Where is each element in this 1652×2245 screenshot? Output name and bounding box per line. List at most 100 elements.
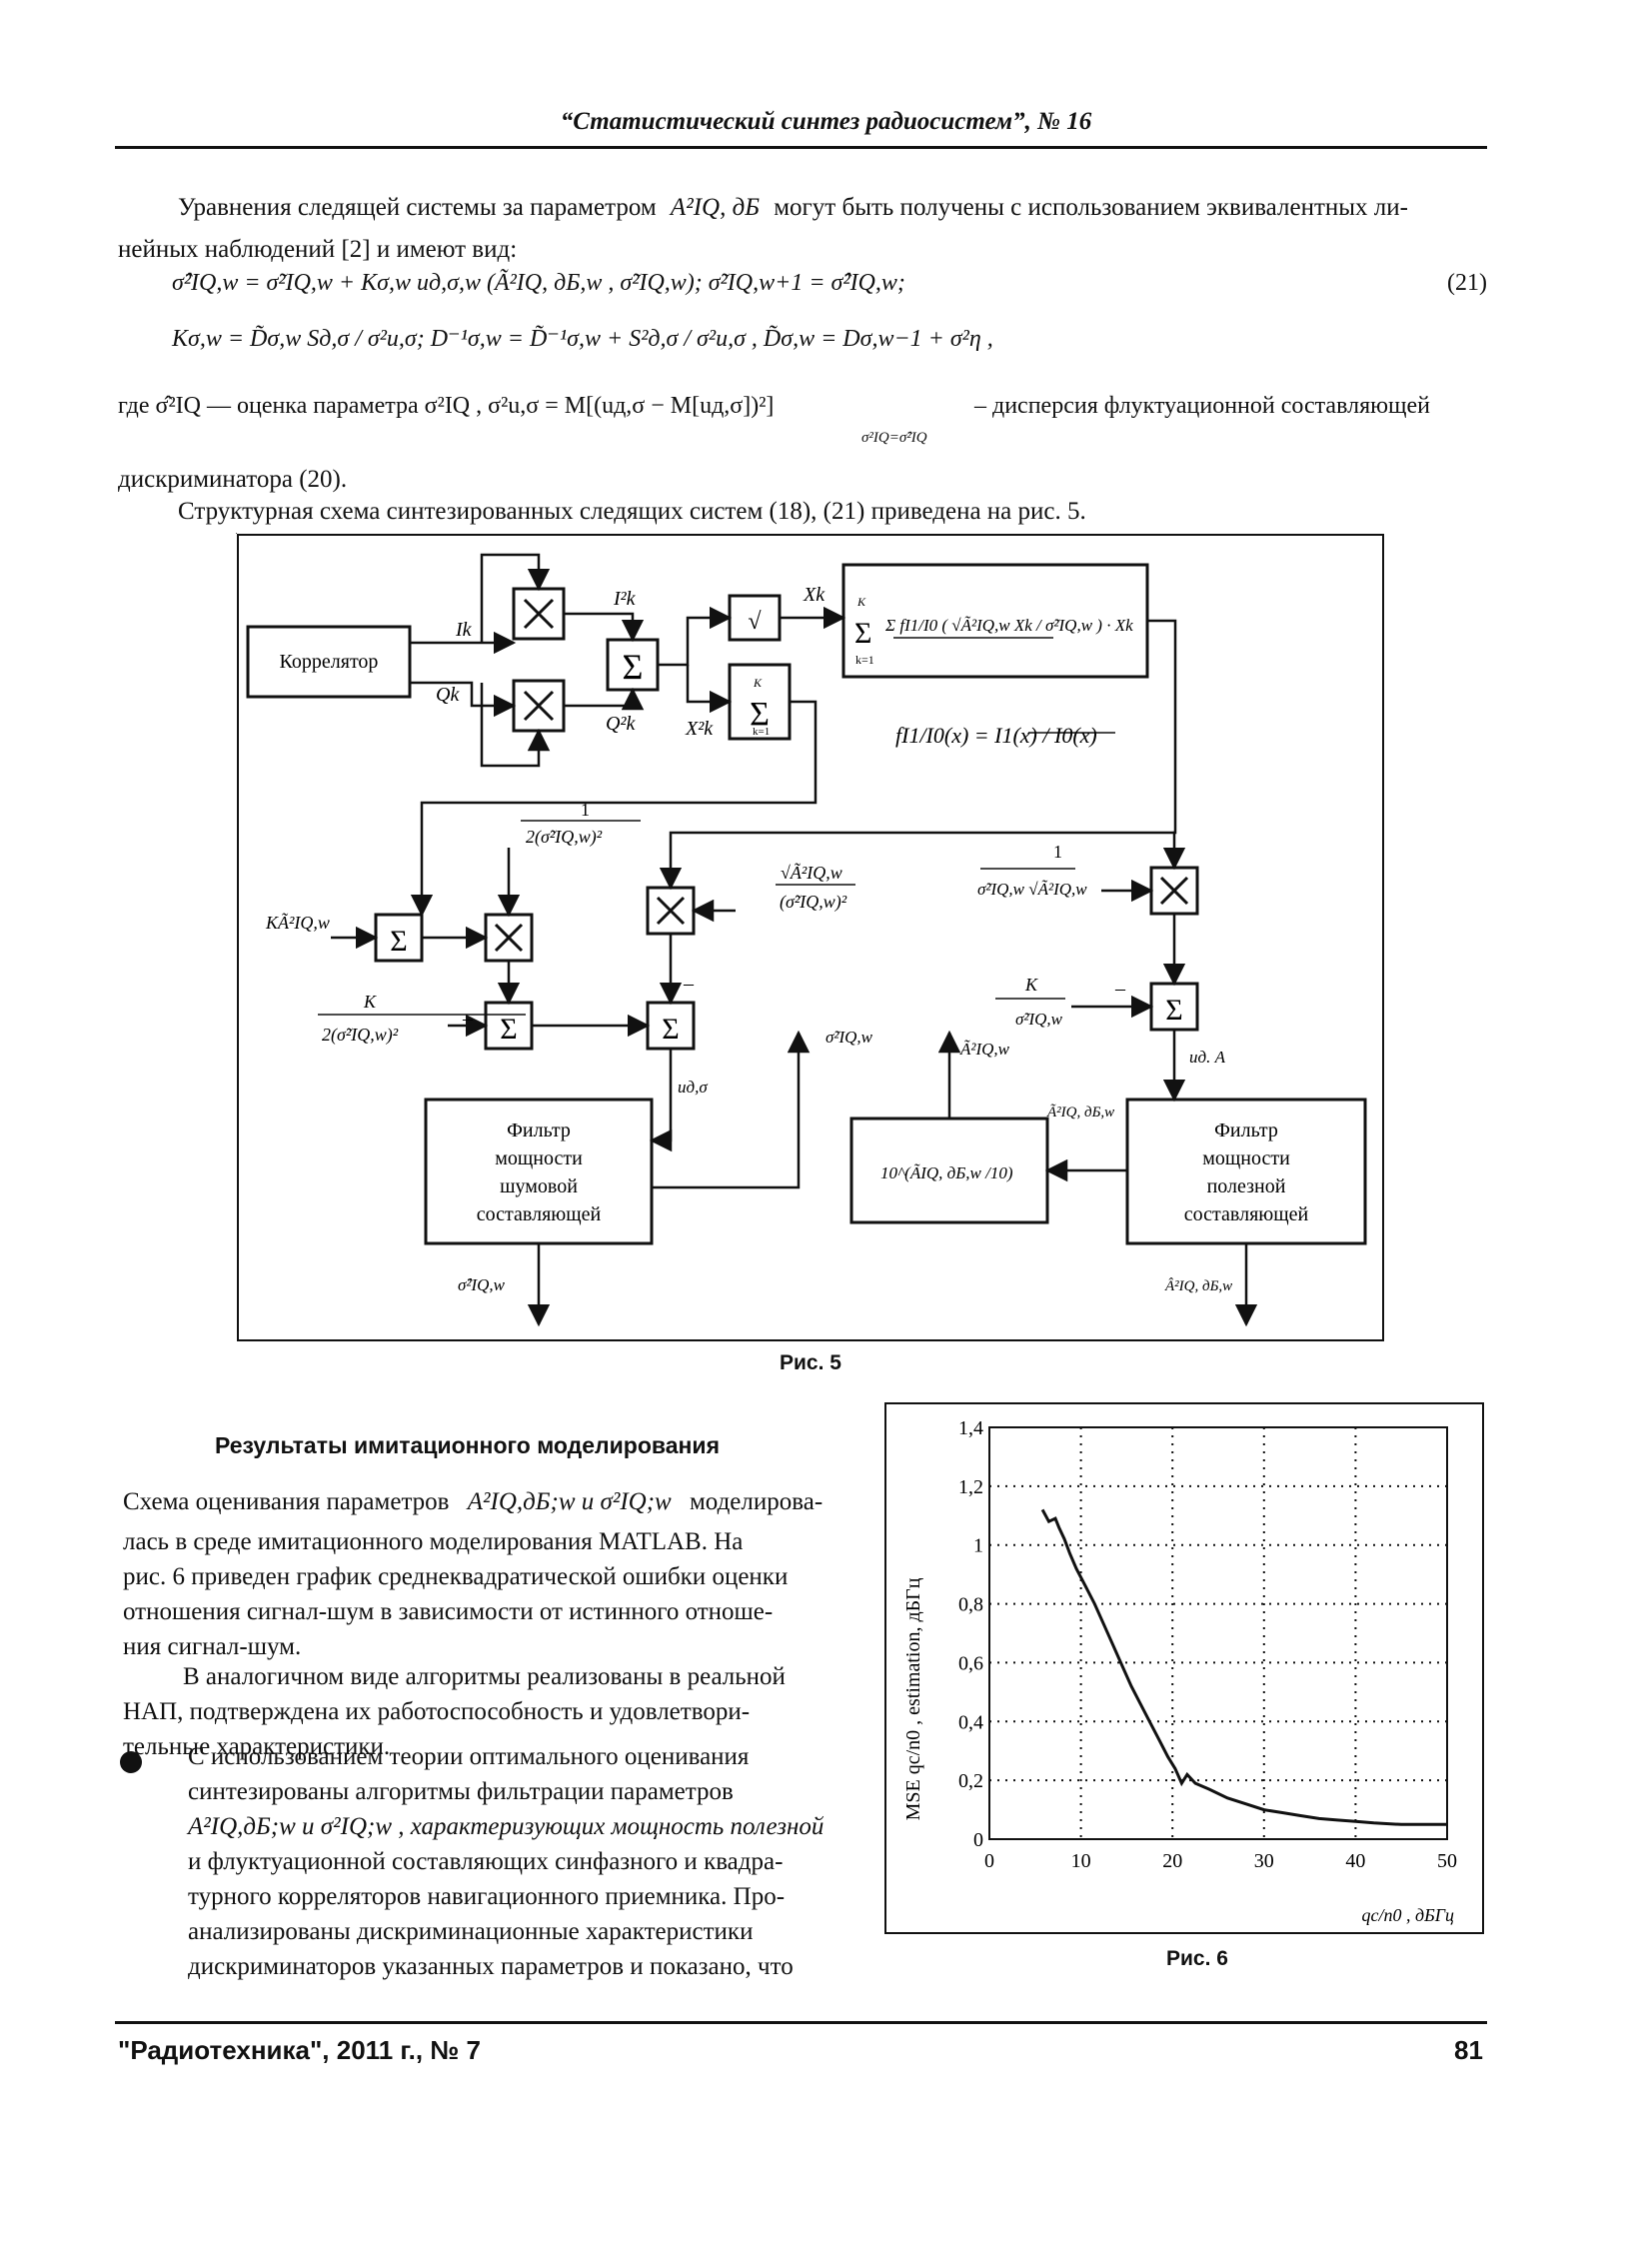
y-tick-label: 0,6 bbox=[958, 1652, 983, 1674]
signal-filter-line: мощности bbox=[1202, 1147, 1290, 1169]
y-tick-label: 0 bbox=[973, 1829, 983, 1851]
x-tick-label: 20 bbox=[1162, 1850, 1182, 1872]
noise-filter-line: составляющей bbox=[477, 1203, 602, 1225]
label-k-right: K bbox=[1024, 975, 1038, 995]
para1-text: Схема оценивания параметров bbox=[123, 1488, 450, 1515]
footer-rule bbox=[115, 2021, 1487, 2024]
y-axis-label: MSE qc/n0 , estimation, дБГц bbox=[902, 1577, 924, 1820]
text-line: анализированы дискриминационные характер… bbox=[188, 1918, 754, 1945]
sum-symbol: Σ bbox=[623, 647, 644, 687]
label-k-left: K bbox=[363, 992, 377, 1012]
chart-frame bbox=[884, 1402, 1484, 1934]
signal-filter-line: составляющей bbox=[1184, 1203, 1309, 1225]
series-line bbox=[1040, 1508, 1447, 1826]
multiply-block-i bbox=[512, 587, 566, 641]
figure-5-frame bbox=[237, 534, 1384, 1341]
para1-symbol: A²IQ,дБ;w и σ²IQ;w bbox=[467, 1488, 672, 1515]
label-a-db-in: Ã²IQ, дБ,w bbox=[1046, 1104, 1114, 1121]
label-one-right: 1 bbox=[1053, 842, 1062, 862]
label-sig-tilde: σ̃²IQ,w bbox=[826, 1028, 873, 1047]
where-text: где σ̂²IQ — оценка параметра σ²IQ , σ²u,… bbox=[118, 393, 775, 419]
x-tick-label: 0 bbox=[984, 1850, 994, 1872]
label-sig-only: σ̃²IQ,w bbox=[1015, 1010, 1063, 1029]
y-tick-label: 1 bbox=[973, 1535, 983, 1557]
label-xk: Xk bbox=[803, 584, 826, 606]
label-inv2sig: 2(σ̃²IQ,w)² bbox=[526, 827, 603, 848]
results-para2: В аналогичном виде алгоритмы реализованы… bbox=[123, 1659, 874, 1764]
label-sig-hat: σ̂²IQ,w bbox=[458, 1275, 506, 1294]
noise-filter-line: шумовой bbox=[500, 1175, 578, 1197]
results-para1-first: Схема оценивания параметров A²IQ,дБ;w и … bbox=[123, 1484, 874, 1519]
signal-filter-block bbox=[1125, 1098, 1367, 1245]
sum-symbol: Σ bbox=[854, 617, 871, 650]
sum-symbol: Σ bbox=[390, 925, 407, 958]
label-one-left: 1 bbox=[581, 800, 590, 820]
text-line: тельные характеристики. bbox=[123, 1733, 391, 1760]
figure-6-caption: Рис. 6 bbox=[1166, 1947, 1228, 1970]
correlator-block bbox=[246, 625, 412, 699]
plot-area bbox=[988, 1426, 1448, 1840]
intro-line-2: нейных наблюдений [2] и имеют вид: bbox=[118, 236, 518, 263]
results-heading: Результаты имитационного моделирования bbox=[215, 1432, 720, 1458]
correlator-label: Коррелятор bbox=[280, 651, 379, 673]
intro-line-1: Уравнения следящей системы за параметром… bbox=[178, 190, 1408, 225]
noise-filter-line: Фильтр bbox=[507, 1120, 571, 1141]
page-number: 81 bbox=[1454, 2035, 1483, 2065]
label-qk: Qk bbox=[436, 684, 460, 706]
y-tick-label: 1,4 bbox=[958, 1417, 983, 1439]
chart-series bbox=[1040, 1508, 1447, 1826]
f-sum-expr: Σ fI1/I0 ( √Ã²IQ,w Xk / σ̃²IQ,w ) · Xk bbox=[884, 616, 1133, 635]
sum-symbol: Σ bbox=[750, 696, 770, 733]
label-xk2: X²k bbox=[685, 718, 714, 740]
signal-filter-line: полезной bbox=[1207, 1175, 1286, 1197]
label-ud-a: uд. A bbox=[1189, 1048, 1226, 1067]
results-para1: лась в среде имитационного моделирования… bbox=[123, 1524, 874, 1664]
intro-text: Уравнения следящей системы за параметром bbox=[178, 194, 657, 221]
where-subscript: σ²IQ=σ̂²IQ bbox=[861, 430, 927, 446]
sum-symbol: Σ bbox=[662, 1013, 679, 1046]
noise-filter-block bbox=[424, 1098, 654, 1245]
sum-symbol: Σ bbox=[500, 1013, 517, 1046]
text-line: синтезированы алгоритмы фильтрации парам… bbox=[188, 1778, 734, 1805]
y-tick-labels: 00,20,40,60,811,21,4 bbox=[958, 1417, 983, 1851]
equation-number: (21) bbox=[1447, 270, 1487, 296]
label-ik2: I²k bbox=[613, 588, 637, 610]
x-tick-label: 40 bbox=[1345, 1850, 1365, 1872]
text-line: турного корреляторов навигационного прие… bbox=[188, 1883, 786, 1910]
label-ud-sigma: uд,σ bbox=[678, 1078, 708, 1097]
y-tick-label: 0,8 bbox=[958, 1594, 983, 1616]
intro-text-post: могут быть получены с использованием экв… bbox=[774, 194, 1408, 221]
where-clause: где σ̂²IQ — оценка параметра σ²IQ , σ²u,… bbox=[118, 393, 774, 420]
struct-line: Структурная схема синтезированных следящ… bbox=[178, 498, 1086, 525]
label-ka: KÃ²IQ,w bbox=[265, 913, 330, 933]
footer-journal: "Радиотехника", 2011 г., № 7 bbox=[118, 2035, 481, 2065]
journal-header: “Статистический синтез радиосистем”, № 1… bbox=[560, 108, 1092, 135]
f-k1-label: k=1 bbox=[855, 653, 874, 667]
pow10-label: 10^(ÃIQ, дБ,w /10) bbox=[880, 1163, 1013, 1182]
y-tick-label: 1,2 bbox=[958, 1476, 983, 1498]
sqrt-symbol: √ bbox=[748, 609, 762, 635]
equation-1: σ̂²IQ,w = σ̃²IQ,w + Kσ,w uд,σ,w (Ã²IQ, д… bbox=[172, 270, 905, 296]
bullet-dot bbox=[120, 1751, 142, 1773]
text-line: рис. 6 приведен график среднеквадратичес… bbox=[123, 1563, 789, 1590]
text-line: лась в среде имитационного моделирования… bbox=[123, 1528, 744, 1555]
figure-5-caption: Рис. 5 bbox=[780, 1351, 841, 1374]
equation-2: Kσ,w = D̃σ,w Sд,σ / σ²u,σ; D⁻¹σ,w = D̃⁻¹… bbox=[172, 326, 993, 352]
label-qk2: Q²k bbox=[606, 713, 636, 735]
header-rule bbox=[115, 146, 1487, 149]
signal-filter-line: Фильтр bbox=[1214, 1120, 1278, 1141]
results-bullet: С использованием теории оптимального оце… bbox=[188, 1739, 874, 1984]
f-definition: fI1/I0(x) = I1(x) / I0(x) bbox=[895, 723, 1097, 748]
label-a-tilde: Ã²IQ,w bbox=[959, 1040, 1010, 1059]
text-line: В аналогичном виде алгоритмы реализованы… bbox=[183, 1663, 786, 1690]
x-tick-label: 10 bbox=[1071, 1850, 1091, 1872]
label-ik: Ik bbox=[455, 619, 473, 641]
label-sqrta: √Ã²IQ,w bbox=[781, 863, 842, 883]
intro-symbol: A²IQ, дБ bbox=[670, 194, 760, 221]
chart-grid bbox=[988, 1426, 1448, 1840]
f-k-label: K bbox=[856, 595, 866, 609]
noise-filter-line: мощности bbox=[495, 1147, 583, 1169]
acc-k-label: K bbox=[753, 676, 763, 690]
